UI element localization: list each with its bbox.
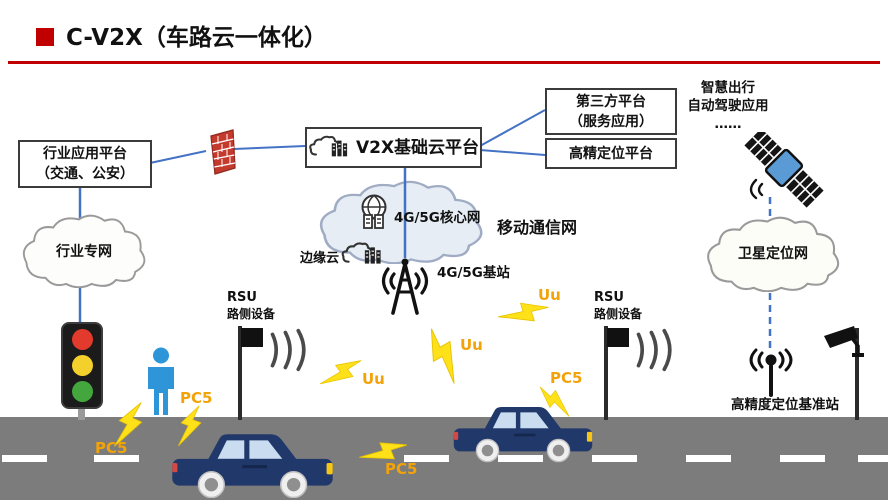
satellite-network-label: 卫星定位网 [738, 246, 808, 262]
rsu-left-unit [241, 328, 263, 347]
pc5-interface-label: PC5 [95, 439, 128, 457]
traffic-light-red [71, 329, 93, 350]
page-title: C-V2X（车路云一体化） [66, 25, 327, 51]
lightning-bolt-icon [114, 402, 143, 447]
base-station-label: 4G/5G基站 [437, 265, 510, 281]
satellite-network-cloud [707, 216, 840, 292]
lightning-bolt-icon [430, 328, 455, 384]
firewall-icon [210, 129, 236, 175]
lane-marking [686, 455, 731, 462]
lane-marking [94, 455, 139, 462]
high-precision-platform-box: 高精定位平台 [545, 138, 677, 169]
smart-travel-annotation: 智慧出行 自动驾驶应用 …… [668, 79, 788, 133]
rsu-title: RSU [227, 290, 257, 305]
edge-cloud-icon [341, 242, 381, 264]
traffic-light-yellow [71, 355, 93, 376]
industry-private-network-label: 行业专网 [56, 244, 112, 260]
industry-platform-line2: （交通、公安） [36, 166, 134, 182]
base-station-antenna-icon [381, 258, 429, 315]
pedestrian-icon [148, 347, 174, 415]
lane-marking [780, 455, 825, 462]
uu-interface-label: Uu [538, 286, 561, 304]
edge-cloud-label: 边缘云 [300, 251, 340, 266]
surveillance-camera-icon [824, 326, 864, 357]
pc5-interface-label: PC5 [385, 460, 418, 478]
industry-application-platform-box: 行业应用平台 （交通、公安） [18, 140, 152, 188]
rsu-right-waves-icon [636, 328, 672, 372]
pc5-interface-label: PC5 [550, 369, 583, 387]
cloud-server-icon [309, 135, 348, 156]
rsu-right-pole [604, 326, 608, 420]
lane-marking [404, 455, 449, 462]
traffic-light-pole [78, 409, 85, 420]
lane-marking [498, 455, 543, 462]
car-left [172, 434, 333, 498]
lightning-bolt-icon [498, 302, 549, 322]
rsu-subtitle: 路侧设备 [594, 307, 643, 321]
industry-private-network-cloud [22, 214, 146, 288]
third-party-line2: （服务应用） [569, 113, 653, 130]
core-network-label: 4G/5G核心网 [394, 210, 481, 226]
camera-pole [855, 328, 859, 420]
lane-marking [2, 455, 47, 462]
v2x-cloud-platform-box: V2X基础云平台 [305, 127, 482, 168]
gnss-base-station-label: 高精度定位基准站 [731, 397, 839, 413]
smart-travel-line2: 自动驾驶应用 [687, 98, 769, 114]
traffic-light-green [71, 381, 93, 402]
mobile-network-label: 移动通信网 [497, 218, 578, 237]
traffic-light [61, 322, 103, 409]
rsu-right-unit [607, 328, 629, 347]
road [0, 417, 888, 500]
third-party-platform-box: 第三方平台 （服务应用） [545, 88, 677, 135]
v2x-platform-label: V2X基础云平台 [355, 137, 480, 158]
satellite-icon [744, 132, 824, 208]
rsu-title: RSU [594, 290, 624, 305]
uu-interface-label: Uu [460, 336, 483, 354]
car-right [453, 407, 593, 463]
smart-travel-line1: 智慧出行 [701, 80, 755, 96]
rsu-left-label: RSU 路侧设备 [227, 290, 275, 322]
lightning-bolt-icon [178, 405, 202, 447]
lightning-bolt-icon [359, 442, 408, 460]
core-network-globe-server-icon [361, 194, 387, 229]
rsu-left-waves-icon [270, 328, 306, 372]
title-divider [8, 61, 880, 64]
title-bullet-square [36, 28, 54, 46]
third-party-line1: 第三方平台 [576, 93, 646, 110]
pc5-interface-label: PC5 [180, 389, 213, 407]
rsu-right-label: RSU 路侧设备 [594, 290, 642, 322]
rsu-left-pole [238, 326, 242, 420]
industry-platform-line1: 行业应用平台 [43, 146, 127, 162]
lightning-bolt-icon [319, 360, 362, 385]
smart-travel-line3: …… [714, 116, 742, 132]
lane-marking [592, 455, 637, 462]
gnss-antenna-icon [749, 348, 793, 397]
rsu-subtitle: 路侧设备 [227, 307, 276, 321]
lane-marking [858, 455, 888, 462]
lightning-bolt-icon [539, 386, 570, 417]
uu-interface-label: Uu [362, 370, 385, 388]
high-precision-platform-label: 高精定位平台 [569, 145, 653, 162]
